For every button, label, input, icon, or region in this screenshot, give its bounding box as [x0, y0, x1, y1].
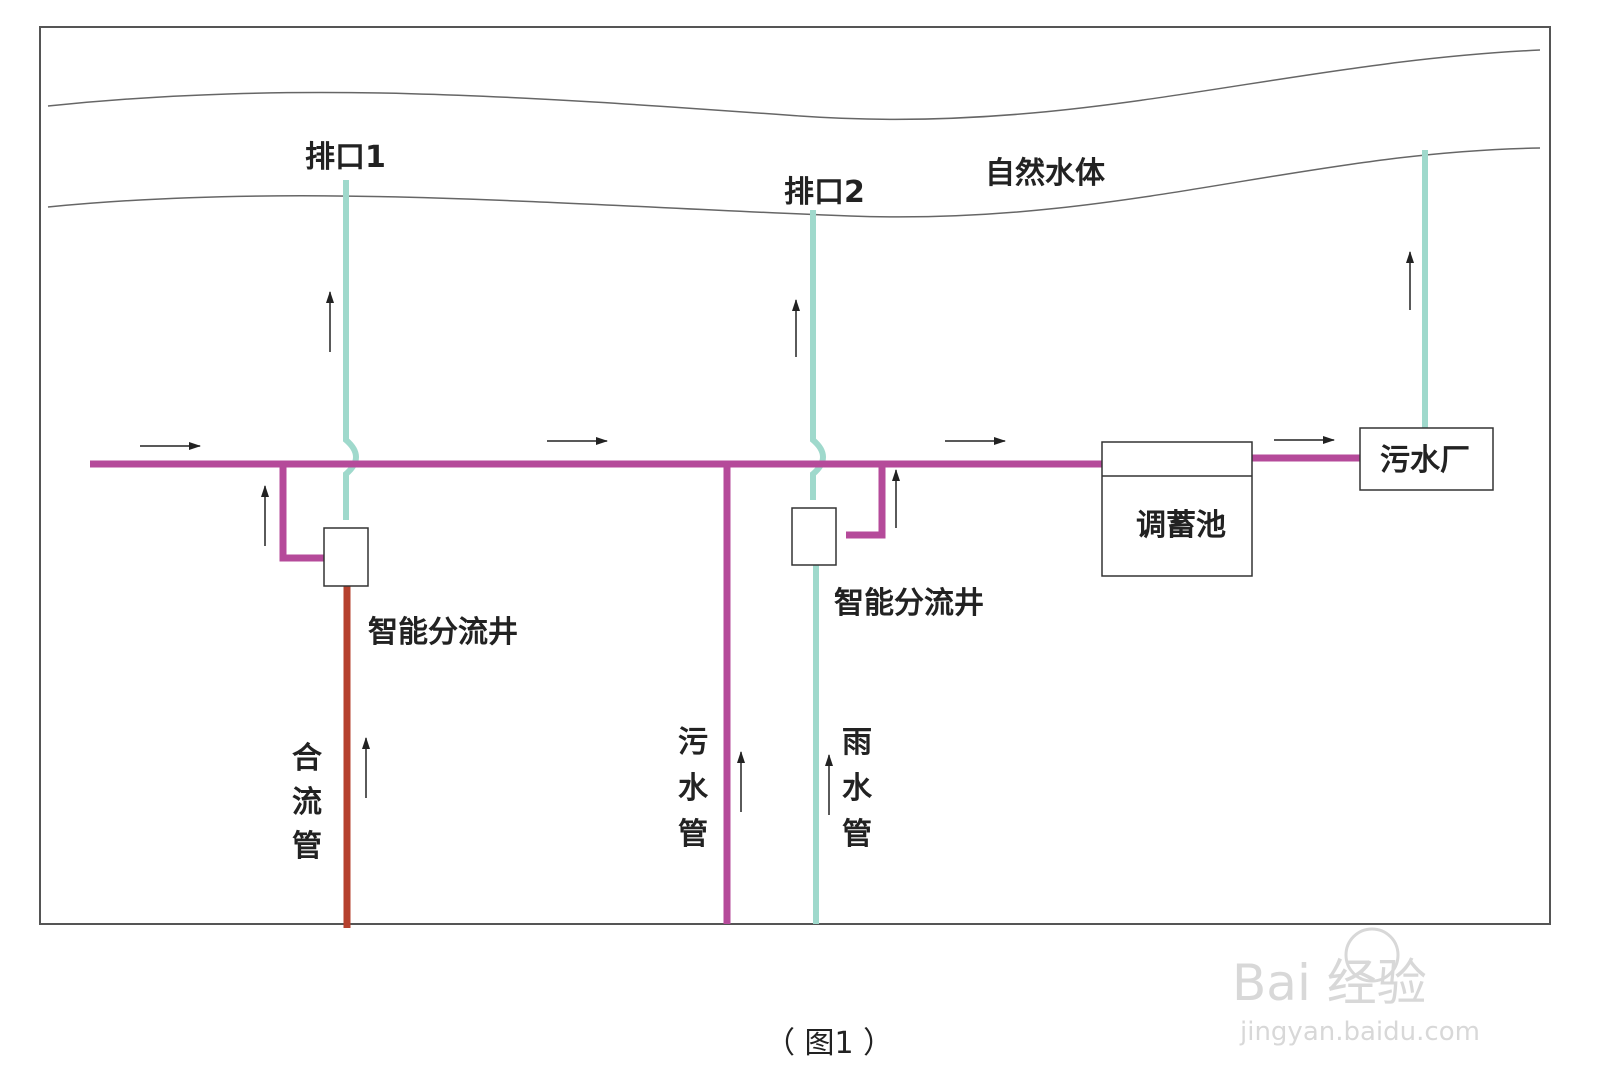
outfall-pipe-2	[810, 210, 826, 500]
baidu-watermark: Bai 经验 jingyan.baidu.com	[1232, 927, 1480, 1047]
sewage-pipe-label-char: 污	[678, 725, 708, 760]
storage-tank-label: 调蓄池	[1136, 508, 1226, 543]
river-bank-upper	[47, 49, 1541, 121]
figure-caption: （ 图1 ）	[765, 1026, 893, 1061]
rain-pipe-label-char: 水	[842, 771, 873, 806]
river-bank-lower	[47, 147, 1541, 218]
sewage-pipe-label-char: 管	[678, 817, 708, 852]
outlet-1-label: 排口1	[305, 140, 386, 175]
smart-well-1	[323, 527, 369, 587]
sewage-pipe-label-char: 水	[678, 771, 709, 806]
diagram-frame	[39, 26, 1551, 925]
storage-tank-box	[1101, 441, 1253, 577]
smart-well-1-label: 智能分流井	[368, 615, 518, 650]
treatment-plant-label: 污水厂	[1380, 443, 1470, 478]
treatment-plant-box	[1359, 427, 1494, 491]
water-body-label: 自然水体	[985, 156, 1106, 191]
combined-pipe-label-char: 管	[292, 829, 322, 864]
combined-pipe-label-char: 流	[292, 785, 322, 820]
smart-well-2-label: 智能分流井	[834, 586, 984, 621]
combined-pipe-label-char: 合	[292, 741, 322, 776]
rain-pipe-label-char: 雨	[842, 725, 872, 760]
watermark-url: jingyan.baidu.com	[1239, 1017, 1480, 1047]
rain-pipe-label-char: 管	[842, 817, 872, 852]
smart-well-2	[791, 507, 837, 566]
paw-logo	[1344, 927, 1400, 983]
watermark-brand: Bai 经验	[1232, 954, 1427, 1012]
outfall-pipe-1	[343, 180, 359, 520]
well-1-connection	[279, 464, 324, 562]
well-2-connection	[846, 464, 886, 539]
flow-arrows	[140, 251, 1414, 815]
outlet-2-label: 排口2	[784, 175, 865, 210]
